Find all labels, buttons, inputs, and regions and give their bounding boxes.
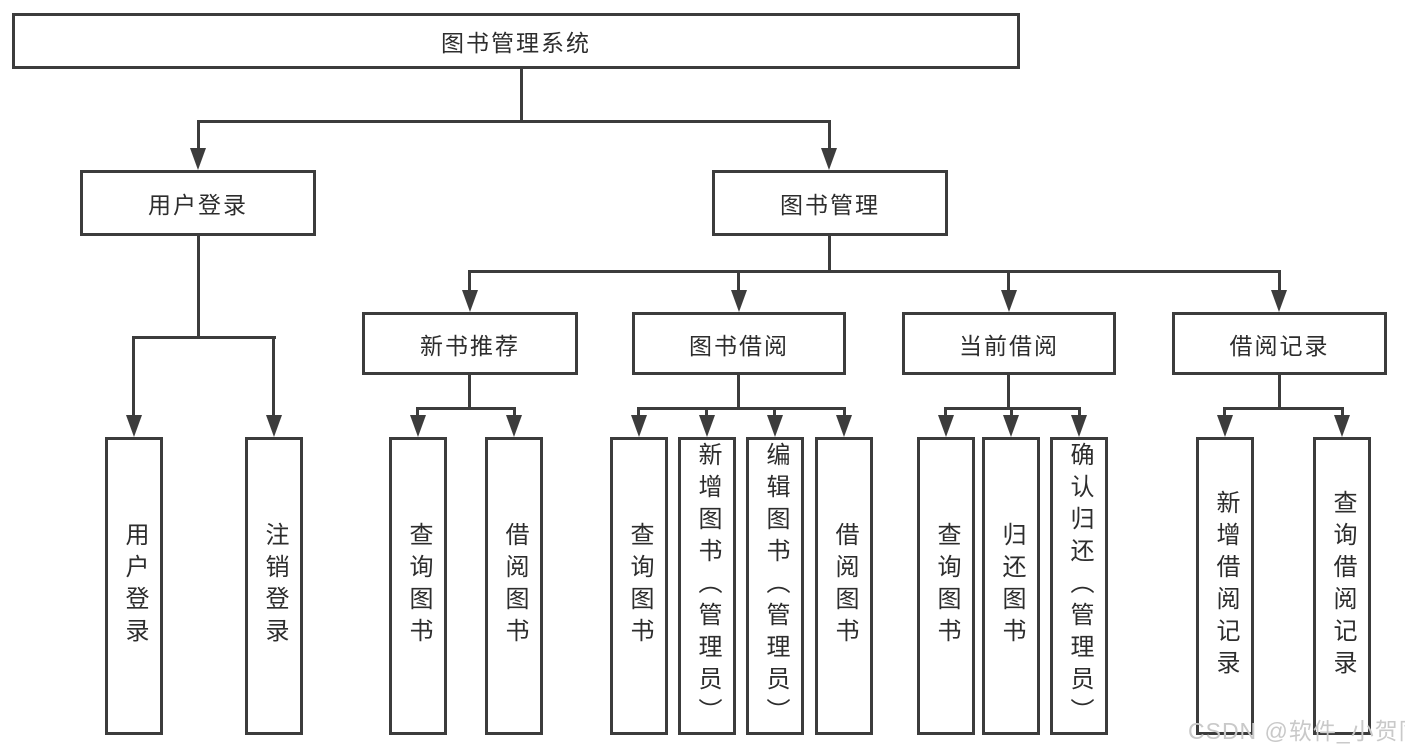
- arrowhead-icon: [767, 415, 783, 437]
- connector-line: [132, 336, 135, 417]
- leaf-borrow-books-recommend: 借阅图书: [485, 437, 543, 735]
- arrowhead-icon: [1071, 415, 1087, 437]
- leaf-logout: 注销登录: [245, 437, 303, 735]
- leaf-add-borrow-record-label: 新增借阅记录: [1212, 490, 1239, 682]
- arrowhead-icon: [938, 415, 954, 437]
- connector-line: [1007, 375, 1010, 410]
- node-user-login-label: 用户登录: [148, 192, 248, 218]
- connector-line: [737, 375, 740, 410]
- node-current-borrow-label: 当前借阅: [959, 332, 1059, 359]
- connector-line: [1010, 407, 1013, 417]
- arrowhead-icon: [1334, 415, 1350, 437]
- connector-line: [197, 120, 200, 152]
- leaf-query-borrow-record: 查询借阅记录: [1313, 437, 1371, 735]
- leaf-query-books-recommend: 查询图书: [389, 437, 447, 735]
- arrowhead-icon: [266, 415, 282, 437]
- connector-line: [1278, 375, 1281, 410]
- node-borrow-records: 借阅记录: [1172, 312, 1387, 375]
- connector-line: [468, 270, 471, 294]
- arrowhead-icon: [126, 415, 142, 437]
- arrowhead-icon: [1217, 415, 1233, 437]
- arrowhead-icon: [1003, 415, 1019, 437]
- leaf-borrow-books-label: 借阅图书: [831, 522, 858, 650]
- connector-line: [1007, 270, 1010, 294]
- connector-line: [272, 336, 275, 417]
- csdn-watermark: CSDN @软件_小贺同学: [1188, 718, 1405, 744]
- leaf-query-books-borrow: 查询图书: [610, 437, 668, 735]
- connector-line: [197, 236, 200, 339]
- node-book-borrow: 图书借阅: [632, 312, 846, 375]
- connector-line: [637, 407, 846, 410]
- leaf-user-login: 用户登录: [105, 437, 163, 735]
- connector-line: [1223, 407, 1226, 417]
- node-book-management-label: 图书管理: [780, 192, 880, 218]
- node-new-book-recommend-label: 新书推荐: [420, 332, 520, 359]
- arrowhead-icon: [731, 290, 747, 312]
- connector-line: [828, 120, 831, 152]
- leaf-return-book: 归还图书: [982, 437, 1040, 735]
- node-book-management: 图书管理: [712, 170, 948, 236]
- leaf-add-borrow-record: 新增借阅记录: [1196, 437, 1254, 735]
- connector-line: [1223, 407, 1344, 410]
- connector-line: [1341, 407, 1344, 417]
- connector-line: [520, 69, 523, 122]
- connector-line: [132, 336, 276, 339]
- leaf-query-books-current: 查询图书: [917, 437, 975, 735]
- connector-line: [828, 236, 831, 273]
- arrowhead-icon: [699, 415, 715, 437]
- arrowhead-icon: [506, 415, 522, 437]
- node-borrow-records-label: 借阅记录: [1229, 332, 1330, 359]
- leaf-edit-book-admin-label: 编辑图书（管理员）: [762, 442, 789, 730]
- connector-line: [513, 407, 516, 417]
- leaf-confirm-return-admin-label: 确认归还（管理员）: [1066, 442, 1093, 730]
- arrowhead-icon: [410, 415, 426, 437]
- connector-line: [843, 407, 846, 417]
- leaf-query-books-recommend-label: 查询图书: [405, 522, 432, 650]
- node-current-borrow: 当前借阅: [902, 312, 1116, 375]
- node-root: 图书管理系统: [12, 13, 1020, 69]
- node-user-login: 用户登录: [80, 170, 316, 236]
- leaf-confirm-return-admin: 确认归还（管理员）: [1050, 437, 1108, 735]
- leaf-borrow-books-recommend-label: 借阅图书: [501, 522, 528, 650]
- connector-line: [1278, 270, 1281, 294]
- connector-line: [637, 407, 640, 417]
- connector-line: [944, 407, 947, 417]
- connector-line: [468, 375, 471, 410]
- arrowhead-icon: [462, 290, 478, 312]
- node-new-book-recommend: 新书推荐: [362, 312, 578, 375]
- connector-line: [416, 407, 516, 410]
- leaf-add-book-admin-label: 新增图书（管理员）: [694, 442, 721, 730]
- leaf-query-books-borrow-label: 查询图书: [626, 522, 653, 650]
- leaf-borrow-books: 借阅图书: [815, 437, 873, 735]
- connector-line: [705, 407, 708, 417]
- arrowhead-icon: [1001, 290, 1017, 312]
- node-root-label: 图书管理系统: [441, 30, 591, 56]
- leaf-user-login-label: 用户登录: [121, 522, 148, 650]
- arrowhead-icon: [190, 148, 206, 170]
- connector-line: [468, 270, 1281, 273]
- connector-line: [1078, 407, 1081, 417]
- leaf-edit-book-admin: 编辑图书（管理员）: [746, 437, 804, 735]
- leaf-query-borrow-record-label: 查询借阅记录: [1329, 490, 1356, 682]
- leaf-add-book-admin: 新增图书（管理员）: [678, 437, 736, 735]
- arrowhead-icon: [1271, 290, 1287, 312]
- connector-line: [416, 407, 419, 417]
- arrowhead-icon: [631, 415, 647, 437]
- leaf-logout-label: 注销登录: [261, 522, 288, 650]
- connector-line: [197, 120, 831, 123]
- node-book-borrow-label: 图书借阅: [689, 332, 789, 359]
- connector-line: [773, 407, 776, 417]
- leaf-query-books-current-label: 查询图书: [933, 522, 960, 650]
- arrowhead-icon: [821, 148, 837, 170]
- leaf-return-book-label: 归还图书: [998, 522, 1025, 650]
- connector-line: [737, 270, 740, 294]
- arrowhead-icon: [836, 415, 852, 437]
